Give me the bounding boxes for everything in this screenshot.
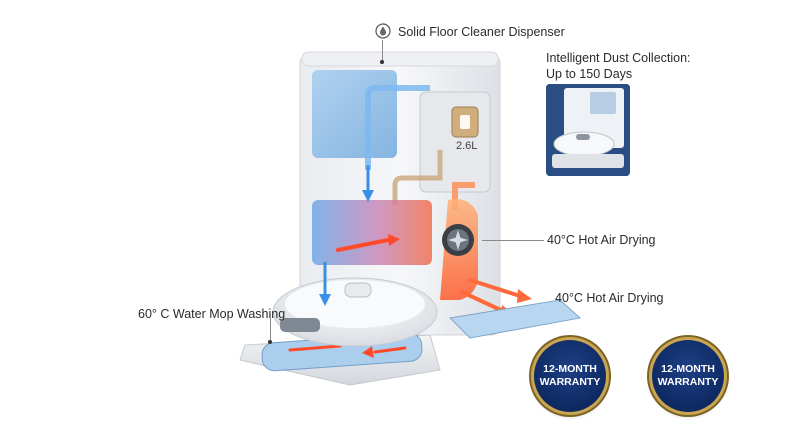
drying-mop-pad — [448, 299, 582, 339]
badge-2-line1: 12-MONTH — [661, 363, 715, 375]
label-hot-air-1: 40°C Hot Air Drying — [547, 233, 656, 247]
leader-hot-air-1 — [482, 240, 544, 241]
badge-1-line2: WARRANTY — [539, 376, 601, 388]
dust-pipe — [392, 150, 443, 205]
robot-lidar — [344, 282, 372, 298]
warranty-badge-2: 12-MONTH WARRANTY — [652, 340, 724, 412]
leader-water-mop — [270, 314, 271, 342]
label-hot-air-2: 40°C Hot Air Drying — [555, 291, 664, 305]
badge-1-line1: 12-MONTH — [543, 363, 597, 375]
leader-dot-dispenser — [380, 60, 384, 64]
dust-collection-inset-photo — [546, 84, 630, 176]
leader-dispenser — [382, 40, 383, 62]
mixing-tank — [312, 200, 432, 265]
robot-bumper — [280, 318, 320, 332]
droplet-dispenser-icon — [375, 23, 391, 39]
blue-pipe — [365, 85, 430, 170]
label-dust-line2: Up to 150 Days — [546, 67, 633, 81]
label-dust-line1: Intelligent Dust Collection: — [546, 51, 691, 65]
badge-2-line2: WARRANTY — [657, 376, 719, 388]
label-bag-capacity: 2.6L — [456, 140, 478, 152]
clean-water-tank — [312, 70, 397, 158]
leader-dot-water-mop — [268, 340, 272, 344]
label-water-mop: 60° C Water Mop Washing — [138, 307, 286, 321]
warranty-badge-1: 12-MONTH WARRANTY — [534, 340, 606, 412]
label-dispenser: Solid Floor Cleaner Dispenser — [398, 25, 565, 39]
station-lid — [301, 51, 499, 67]
